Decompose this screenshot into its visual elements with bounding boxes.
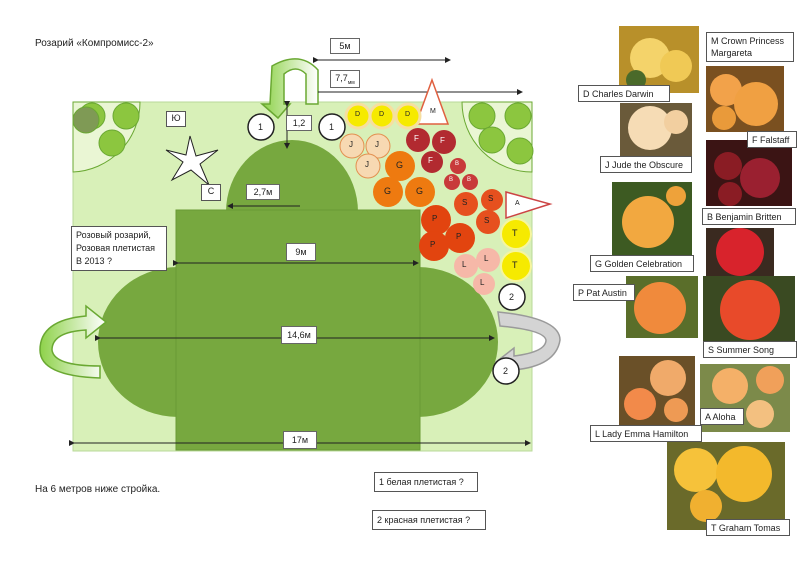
page-title: Розарий «Компромисс-2» [35,38,154,49]
plant-p-1: P [432,214,438,223]
dim-7-7-value: 7,7 [335,73,348,83]
marker-m-triangle [414,77,450,125]
plant-s-1: S [462,198,468,207]
rose-photos [612,26,795,530]
dim-7-7-sub: мм [347,79,355,86]
dim-9m: 9м [286,243,316,261]
left-curved-arrow-icon [39,304,108,379]
compass-star-icon [165,135,219,186]
climber-white-note: 1 белая плетистая ? [374,472,478,492]
plant-l-1: L [462,260,467,269]
plant-j-2: J [375,140,379,149]
dim-14-6m: 14,6м [281,326,317,344]
legend-f: F Falstaff [747,131,797,148]
marker-1-left: 1 [258,122,264,132]
garden-beds [98,140,498,450]
plant-t-2: T [512,260,518,270]
compass-north-label: С [201,184,221,201]
legend-t: T Graham Tomas [706,519,790,536]
plant-f-1: F [414,134,419,143]
marker-2-bottom: 2 [503,366,509,376]
plant-d-2: D [379,111,385,118]
climber-markers [247,113,526,385]
plant-d-1: D [355,111,361,118]
dim-2-7m: 2,7м [246,184,280,200]
marker-a-label: A [515,200,520,207]
plant-p-2: P [456,232,462,241]
marker-a-triangle [505,191,553,220]
rose-garden-note: Розовый розарий, Розовая плетистая В 201… [71,226,167,271]
climber-red-note: 2 красная плетистая ? [372,510,486,530]
plant-g-1: G [396,160,404,170]
rose-garden-note-line3: В 2013 ? [76,256,113,266]
plant-l-2: L [484,254,489,263]
compass-south-label: Ю [166,111,186,127]
plant-g-2: G [384,186,392,196]
plant-s-2: S [488,194,494,203]
plant-f-3: F [428,156,433,165]
legend-a: A Aloha [700,408,744,425]
legend-s: S Summer Song [703,341,797,358]
dim-7-7: 7,7мм [330,70,360,88]
plant-s-3: S [484,216,490,225]
legend-j: J Jude the Obscure [600,156,692,173]
plant-l-3: L [480,278,485,287]
legend-d: D Charles Darwin [578,85,670,102]
plant-g-3: G [416,186,424,196]
marker-2-top: 2 [509,292,515,302]
plant-j-1: J [349,140,353,149]
plant-t-1: T [512,228,518,238]
legend-l: L Lady Emma Hamilton [590,425,702,442]
dim-5m: 5м [330,38,360,54]
legend-b: B Benjamin Britten [702,208,796,225]
plant-b-1: B [455,161,460,167]
corner-bushes [72,101,534,173]
legend-m: M Crown Princess Margareta [706,32,794,62]
legend-p: P Pat Austin [573,284,635,301]
marker-1-right: 1 [329,122,335,132]
marker-m-label: M [430,108,436,115]
flower-group [339,102,532,295]
plant-b-2: B [449,177,454,183]
legend-g: G Golden Celebration [590,255,694,272]
plant-d-3: D [405,111,411,118]
rose-garden-note-line1: Розовый розарий, [76,230,151,240]
construction-note: На 6 метров ниже стройка. [35,484,161,495]
plant-b-3: B [467,177,472,183]
dim-17m: 17м [283,431,317,449]
plant-f-2: F [440,136,445,145]
plant-j-3: J [365,160,369,169]
rose-garden-note-line2: Розовая плетистая [76,243,155,253]
plant-p-3: P [430,240,436,249]
dim-1-2: 1,2 [286,115,312,131]
